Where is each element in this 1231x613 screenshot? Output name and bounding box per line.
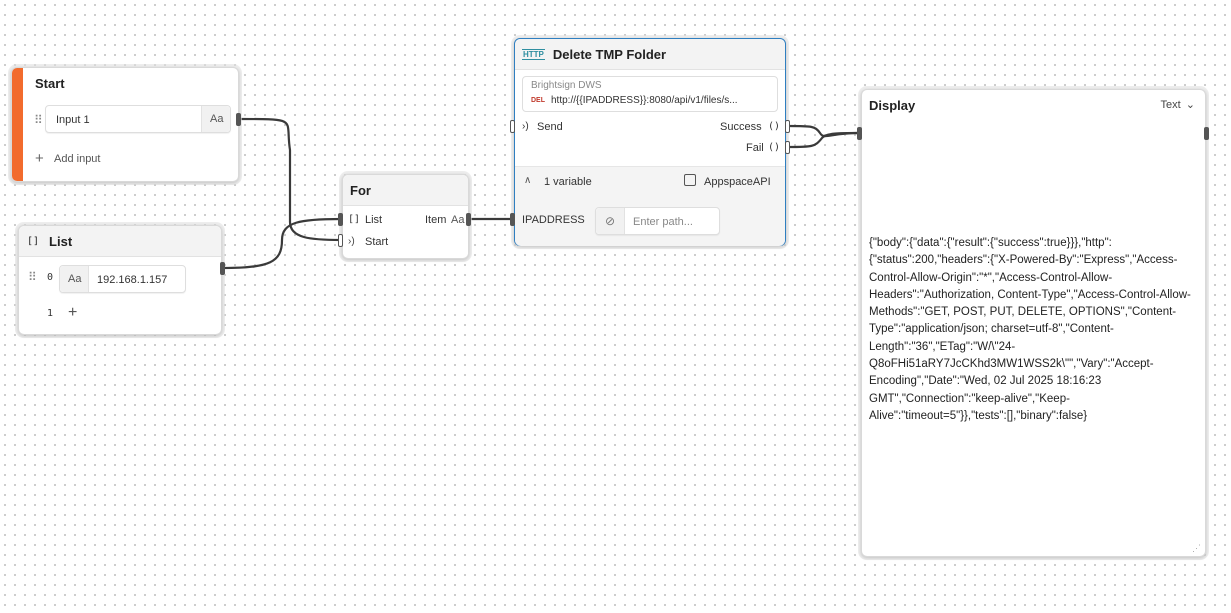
wire-success-to-display (787, 124, 859, 138)
path-input[interactable]: ⊘ Enter path... (595, 207, 720, 235)
api-label: AppspaceAPI (704, 176, 771, 188)
display-content: {"body":{"data":{"result":{"success":tru… (869, 237, 1191, 422)
display-output-port[interactable] (1204, 127, 1209, 140)
type-badge[interactable]: Aa (201, 106, 230, 132)
list-node[interactable]: [] List ⠿ 0 Aa 192.168.1.157 1 + (18, 225, 222, 335)
success-paren: () (768, 121, 781, 132)
for-start-label: Start (365, 236, 389, 248)
start-accent-bar (12, 68, 23, 181)
start-output-port[interactable] (236, 113, 241, 126)
display-node[interactable]: Display Text ⌄ {"body":{"data":{"result"… (861, 89, 1206, 557)
format-dropdown[interactable]: Text ⌄ (1161, 98, 1195, 111)
http-request-node[interactable]: HTTP Delete TMP Folder Brightsign DWS DE… (514, 38, 786, 246)
list-node-header: [] List (19, 226, 221, 257)
path-placeholder: Enter path... (633, 216, 693, 228)
request-url: http://{{IPADDRESS}}:8080/api/v1/files/s… (551, 95, 738, 106)
type-badge-label: Aa (210, 113, 224, 125)
request-source: Brightsign DWS (531, 80, 602, 91)
for-list-input-port[interactable] (338, 213, 343, 226)
add-input-label: Add input (54, 153, 101, 165)
fail-paren: () (768, 142, 781, 153)
node-title: Delete TMP Folder (552, 46, 667, 62)
add-item-button[interactable]: + (68, 304, 78, 321)
chevron-up-icon: ∧ (524, 175, 532, 186)
input-label: Input 1 (56, 114, 90, 126)
list-item-index: 0 (47, 272, 54, 283)
resize-handle-icon[interactable]: ⋰ (1192, 543, 1201, 553)
for-item-label: Item (425, 214, 447, 226)
start-node[interactable]: Start ⠿ Input 1 Aa + Add input (11, 67, 239, 182)
for-item-type: Aa (451, 214, 465, 226)
variable-name: IPADDRESS (522, 214, 585, 226)
fail-label: Fail (746, 142, 764, 154)
success-label: Success (720, 121, 762, 133)
fail-output-port[interactable] (785, 141, 790, 154)
success-output-port[interactable] (785, 120, 790, 133)
for-list-label: List (365, 214, 383, 226)
http-node-header: HTTP Delete TMP Folder (515, 39, 785, 70)
list-item-value: 192.168.1.157 (97, 274, 168, 286)
list-item-value-field[interactable]: Aa 192.168.1.157 (59, 265, 186, 293)
api-icon (684, 174, 696, 186)
variables-count: 1 variable (544, 176, 592, 188)
node-title: Display (869, 98, 916, 113)
link-icon: ⊘ (596, 208, 625, 234)
node-title: For (350, 182, 371, 198)
for-node[interactable]: For [] List Item Aa ›) Start (342, 174, 469, 259)
node-title: List (49, 233, 73, 249)
wire-list-to-for-list (222, 217, 342, 270)
type-badge[interactable]: Aa (60, 266, 89, 292)
send-label: Send (537, 121, 563, 133)
format-label: Text (1160, 99, 1181, 111)
list-icon: [] (27, 235, 40, 247)
for-start-input-port[interactable] (338, 234, 343, 247)
http-icon: HTTP (522, 48, 545, 60)
variables-section: ∧ 1 variable AppspaceAPI IPADDRESS ⊘ Ent… (515, 166, 785, 246)
for-item-output-port[interactable] (466, 213, 471, 226)
list-icon: [] (348, 214, 361, 225)
wire-fail-to-display (787, 131, 859, 149)
list-next-index: 1 (47, 308, 54, 319)
type-badge-label: Aa (68, 273, 82, 285)
wire-start-to-for-start (240, 117, 342, 242)
send-input-port[interactable] (510, 120, 515, 133)
request-summary[interactable]: Brightsign DWS DEL http://{{IPADDRESS}}:… (522, 76, 778, 112)
display-input-port[interactable] (857, 127, 862, 140)
method-badge: DEL (531, 97, 545, 104)
drag-handle-icon[interactable]: ⠿ (28, 270, 37, 284)
chevron-down-icon: ⌄ (1185, 99, 1195, 111)
list-output-port[interactable] (220, 262, 225, 275)
node-title: Start (35, 76, 65, 91)
signal-icon: ›) (348, 236, 355, 247)
signal-icon: ›) (522, 121, 529, 132)
input-field-input-1[interactable]: Input 1 Aa (45, 105, 231, 133)
plus-icon: + (35, 150, 44, 167)
for-node-header: For (343, 175, 468, 206)
drag-handle-icon[interactable]: ⠿ (34, 113, 43, 127)
ipaddress-input-port[interactable] (510, 213, 515, 226)
